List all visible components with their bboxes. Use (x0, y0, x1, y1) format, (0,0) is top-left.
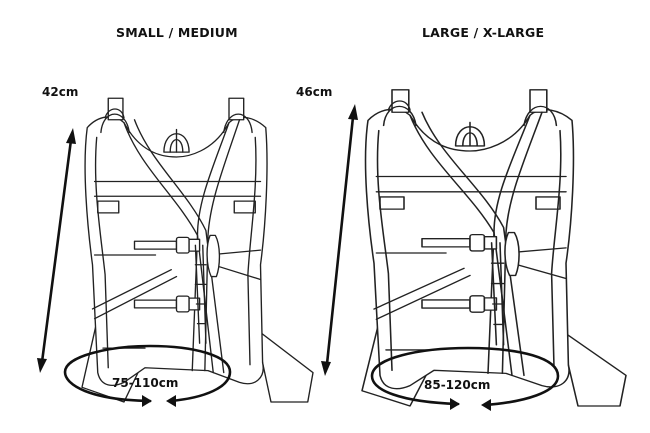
size-title-small-medium: SMALL / MEDIUM (116, 25, 238, 40)
height-label-small: 42cm (42, 85, 79, 99)
chest-label-small: 75-110cm (112, 376, 179, 390)
vest-large-xlarge (361, 89, 627, 407)
chest-label-large: 85-120cm (424, 378, 491, 392)
height-arrow-large (321, 104, 358, 376)
height-arrow-small (37, 128, 76, 373)
chest-ellipse-small (63, 344, 232, 407)
size-title-large-xlarge: LARGE / X-LARGE (422, 25, 545, 40)
height-label-large: 46cm (296, 85, 333, 99)
chest-ellipse-large (370, 346, 560, 411)
vest-small-medium (81, 97, 314, 403)
